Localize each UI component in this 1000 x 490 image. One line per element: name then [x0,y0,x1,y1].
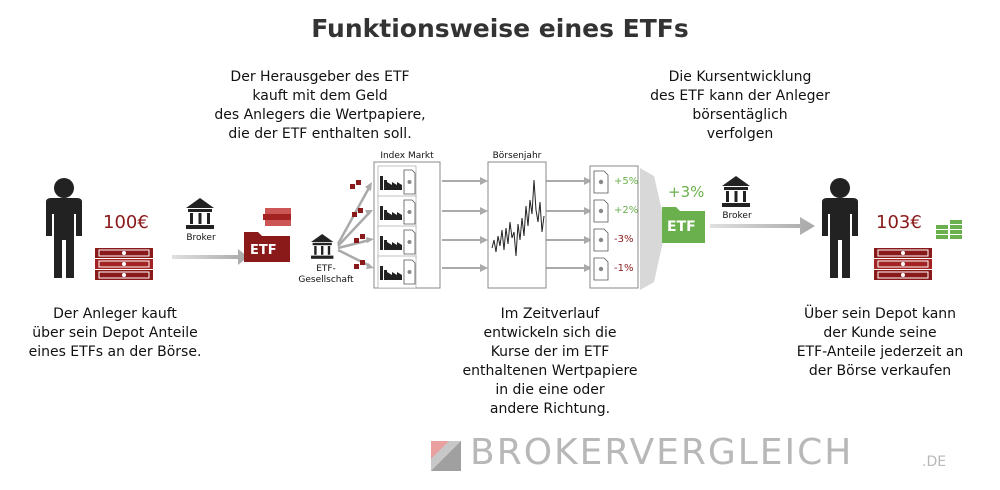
text-line: andere Richtung. [489,401,611,417]
page-title: Funktionsweise eines ETFs [311,14,689,43]
etf-company-icon [311,234,334,259]
company-doc-icon [377,165,417,199]
text-line: Gesellschaft [298,275,354,285]
document-icon [593,228,609,252]
tracking-description: Die Kursentwicklung des ETF kann der Anl… [620,68,860,144]
price-development-description: Im Zeitverlauf entwickeln sich die Kurse… [440,305,660,419]
text-line: enthaltenen Wertpapiere [462,363,638,379]
etf-company-label: ETF- Gesellschaft [290,264,362,286]
broker-bank-icon [186,198,214,229]
year-label: Börsenjahr [492,151,542,161]
investment-amount: 100€ [103,212,149,233]
company-doc-icon [377,195,417,229]
change-value: -3% [614,234,634,245]
investor-icon [46,178,82,278]
text-line: der Kunde seine [823,325,937,341]
text-line: des Anlegers die Wertpapiere, [214,107,426,123]
change-value: +5% [614,176,639,187]
text-line: über sein Depot Anteile [32,325,198,341]
etf-green-folder-icon [662,207,705,243]
coins-icon [936,220,962,239]
money-stack-icon [94,247,154,281]
text-line: Kurse der im ETF [490,344,610,360]
broker-label: Broker [722,211,752,221]
stock-markers [350,180,365,269]
brand-domain: .DE [922,454,947,470]
etf-green-folder-label: ETF [667,219,696,235]
broker-bank-icon [722,176,750,207]
text-line: in die eine oder [495,382,605,398]
connector-arrows [442,180,586,269]
text-line: Der Herausgeber des ETF [230,69,410,85]
brand-name: BROKERVERGLEICH [470,432,854,473]
text-line: Die Kursentwicklung [668,69,812,85]
document-icon [593,199,609,223]
etf-folder-label: ETF [250,243,277,258]
sell-description: Über sein Depot kann der Kunde seine ETF… [770,305,990,381]
index-market-label: Index Markt [380,151,434,161]
buy-description: Der Anleger kauft über sein Depot Anteil… [10,305,220,362]
etf-folder-icon [244,232,290,262]
text-line: verfolgen [706,126,774,142]
text-line: kauft mit dem Geld [252,88,388,104]
text-line: Über sein Depot kann [803,306,957,322]
company-doc-icon [377,225,417,259]
fan-arrows [336,185,372,268]
text-line: eines ETFs an der Börse. [28,344,202,360]
chevron-arrow [640,168,666,290]
text-line: des ETF kann der Anleger [650,88,830,104]
price-line [491,179,545,257]
money-stack-icon [873,247,933,281]
document-icon [593,170,609,194]
text-line: die der ETF enthalten soll. [228,126,412,142]
money-small-icon [263,208,291,226]
brand-logo-icon [431,441,461,471]
year-chart-box [487,161,547,289]
text-line: ETF-Anteile jederzeit an [796,344,964,360]
investor-icon [822,178,858,278]
company-doc-icon [377,255,417,289]
result-amount: 103€ [876,212,922,233]
text-line: börsentäglich [692,107,788,123]
change-value: +2% [614,205,639,216]
arrow-icon [172,249,248,265]
issuer-description: Der Herausgeber des ETF kauft mit dem Ge… [170,68,470,144]
text-line: Der Anleger kauft [53,306,177,322]
broker-label: Broker [186,233,216,243]
change-value: -1% [614,263,634,274]
text-line: ETF- [316,264,336,274]
arrow-icon [710,217,815,235]
text-line: entwickeln sich die [483,325,617,341]
text-line: der Börse verkaufen [808,363,952,379]
etf-gain: +3% [668,183,705,201]
text-line: Im Zeitverlauf [500,306,600,322]
document-icon [593,257,609,281]
